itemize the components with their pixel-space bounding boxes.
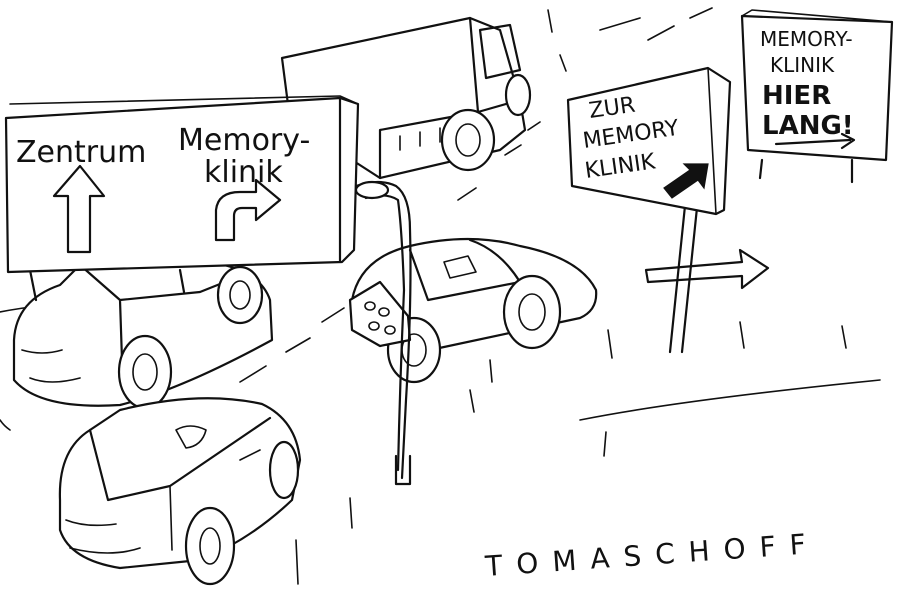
gantry-right-label-1: Memory- (178, 123, 310, 158)
ground-arrow (644, 248, 770, 290)
gantry-sign: Zentrum Memory- klinik (4, 95, 360, 302)
arrow-up-right-icon (663, 163, 709, 199)
far-line-2: KLINIK (770, 53, 835, 77)
arrow-turn-right-icon (214, 178, 282, 242)
car-beetle (348, 237, 598, 384)
artist-signature: TOMASCHOFF (483, 527, 821, 583)
far-line-1: MEMORY- (760, 27, 853, 51)
far-line-3: HIER (762, 81, 831, 111)
far-sign: MEMORY- KLINIK HIER LANG! (740, 9, 894, 184)
gantry-left-label: Zentrum (16, 135, 146, 170)
car-left-rear (12, 255, 274, 410)
gantry-right-label-2: klinik (204, 155, 283, 190)
far-line-4: LANG! (762, 111, 854, 141)
car-front (58, 397, 302, 586)
arrow-right-icon (644, 248, 770, 290)
arrow-up-icon (52, 164, 106, 254)
arrow-right-icon (774, 132, 856, 150)
roadside-sign: ZUR MEMORY KLINIK (566, 66, 732, 354)
lamp-post (354, 180, 412, 486)
